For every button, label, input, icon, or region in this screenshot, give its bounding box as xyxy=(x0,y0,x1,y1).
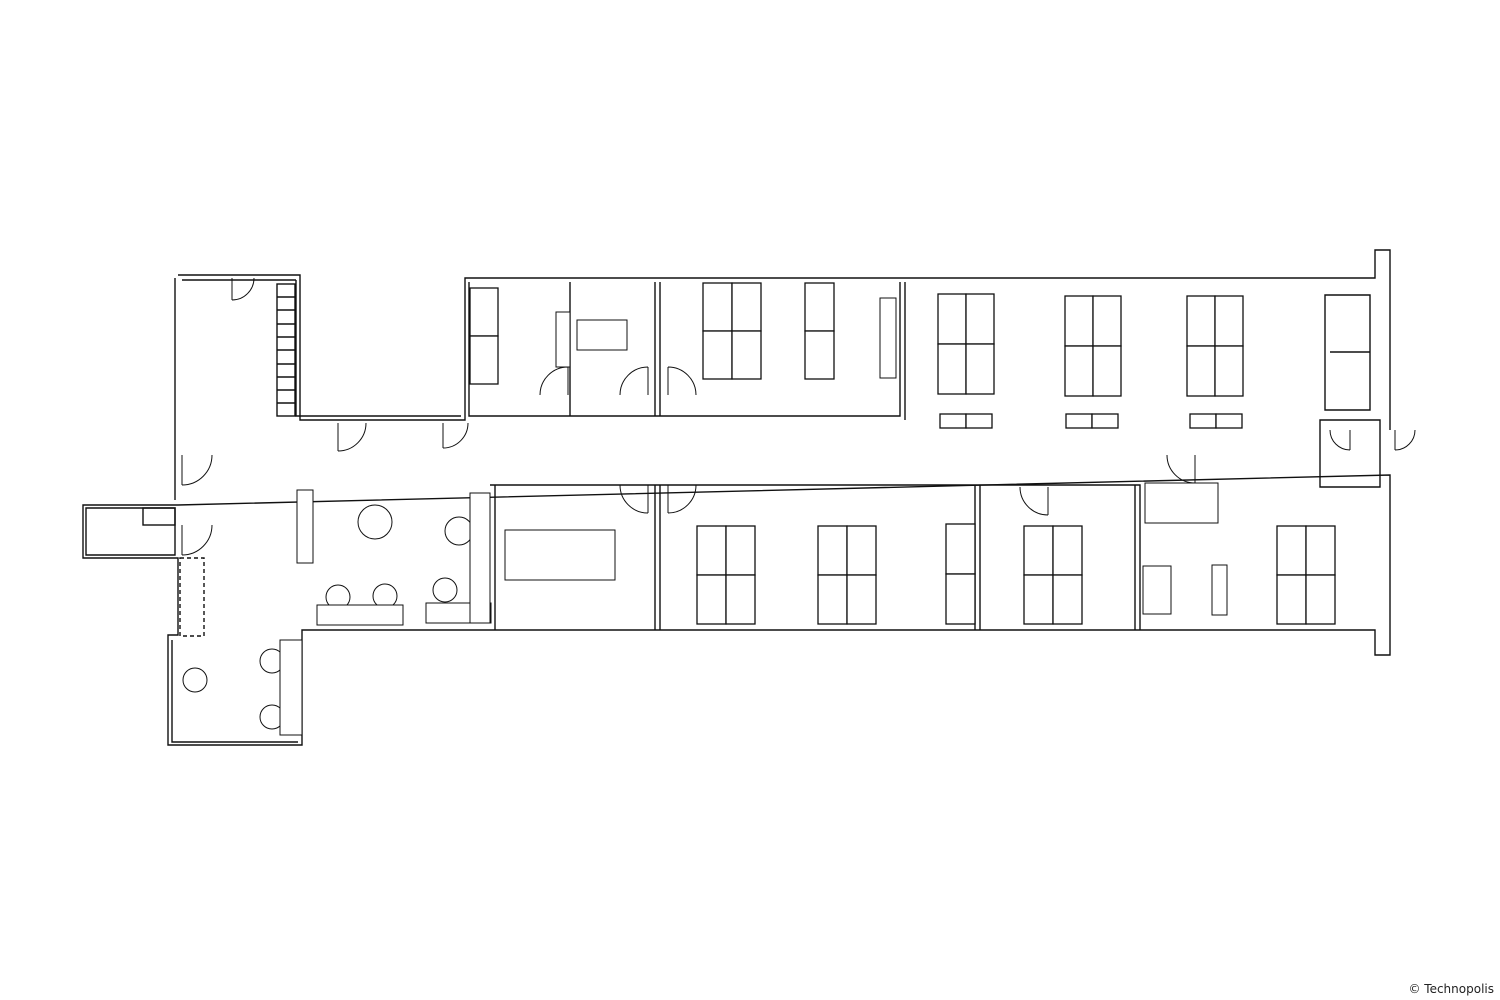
door-swing xyxy=(539,366,569,396)
door-swing xyxy=(667,366,697,396)
round-table xyxy=(432,577,458,603)
desk xyxy=(1023,525,1054,576)
desk xyxy=(702,282,733,332)
desk xyxy=(846,525,877,576)
desk xyxy=(696,574,727,625)
desk xyxy=(817,574,848,625)
desk xyxy=(1092,295,1122,347)
storage-cabinet xyxy=(939,413,967,429)
desk xyxy=(469,335,499,385)
desk xyxy=(1186,345,1216,397)
door-swing xyxy=(442,422,469,449)
storage-cabinet xyxy=(1065,413,1093,429)
desk xyxy=(469,287,499,337)
desk xyxy=(702,330,733,380)
desk xyxy=(1052,574,1083,625)
door-swing xyxy=(619,366,649,396)
walls xyxy=(82,249,1391,746)
desk xyxy=(1092,345,1122,397)
desk xyxy=(1305,574,1336,625)
round-tables xyxy=(182,504,1187,730)
round-table xyxy=(372,583,398,609)
desk xyxy=(1276,574,1307,625)
desk xyxy=(731,330,762,380)
desk xyxy=(1052,525,1083,576)
door-swings xyxy=(181,277,1416,556)
desk xyxy=(804,330,835,380)
desk xyxy=(731,282,762,332)
door-swing xyxy=(1394,429,1416,451)
door-swing xyxy=(619,484,649,514)
desk xyxy=(1064,295,1094,347)
door-swing xyxy=(231,277,255,301)
door-swing xyxy=(667,484,697,514)
door-swing xyxy=(1329,429,1351,451)
desk xyxy=(937,343,967,395)
desk xyxy=(1214,295,1244,347)
storage-cabinet xyxy=(1189,413,1217,429)
desk xyxy=(1023,574,1054,625)
desk xyxy=(965,293,995,345)
desk xyxy=(725,574,756,625)
copyright-credit: © Technopolis xyxy=(1408,982,1494,996)
sofas xyxy=(279,297,1228,736)
round-table xyxy=(357,504,393,540)
door-swing xyxy=(181,454,213,486)
desk xyxy=(1305,525,1336,576)
door-swing xyxy=(1166,454,1196,484)
desk xyxy=(725,525,756,576)
round-table xyxy=(182,667,208,693)
desk xyxy=(945,523,976,575)
storage-cabinet xyxy=(1091,413,1119,429)
desk xyxy=(846,574,877,625)
desk xyxy=(937,293,967,345)
desk xyxy=(1276,525,1307,576)
door-swing xyxy=(181,524,213,556)
door-swing xyxy=(337,422,367,452)
desk xyxy=(1064,345,1094,397)
desk xyxy=(804,282,835,332)
desk xyxy=(696,525,727,576)
desk xyxy=(1186,295,1216,347)
desk xyxy=(1214,345,1244,397)
desk xyxy=(965,343,995,395)
door-swing xyxy=(1019,486,1049,516)
storage-cabinet xyxy=(1215,413,1243,429)
desks xyxy=(469,282,1336,625)
desk xyxy=(945,573,976,625)
round-table xyxy=(444,516,474,546)
storage-cabinet xyxy=(965,413,993,429)
desk xyxy=(817,525,848,576)
